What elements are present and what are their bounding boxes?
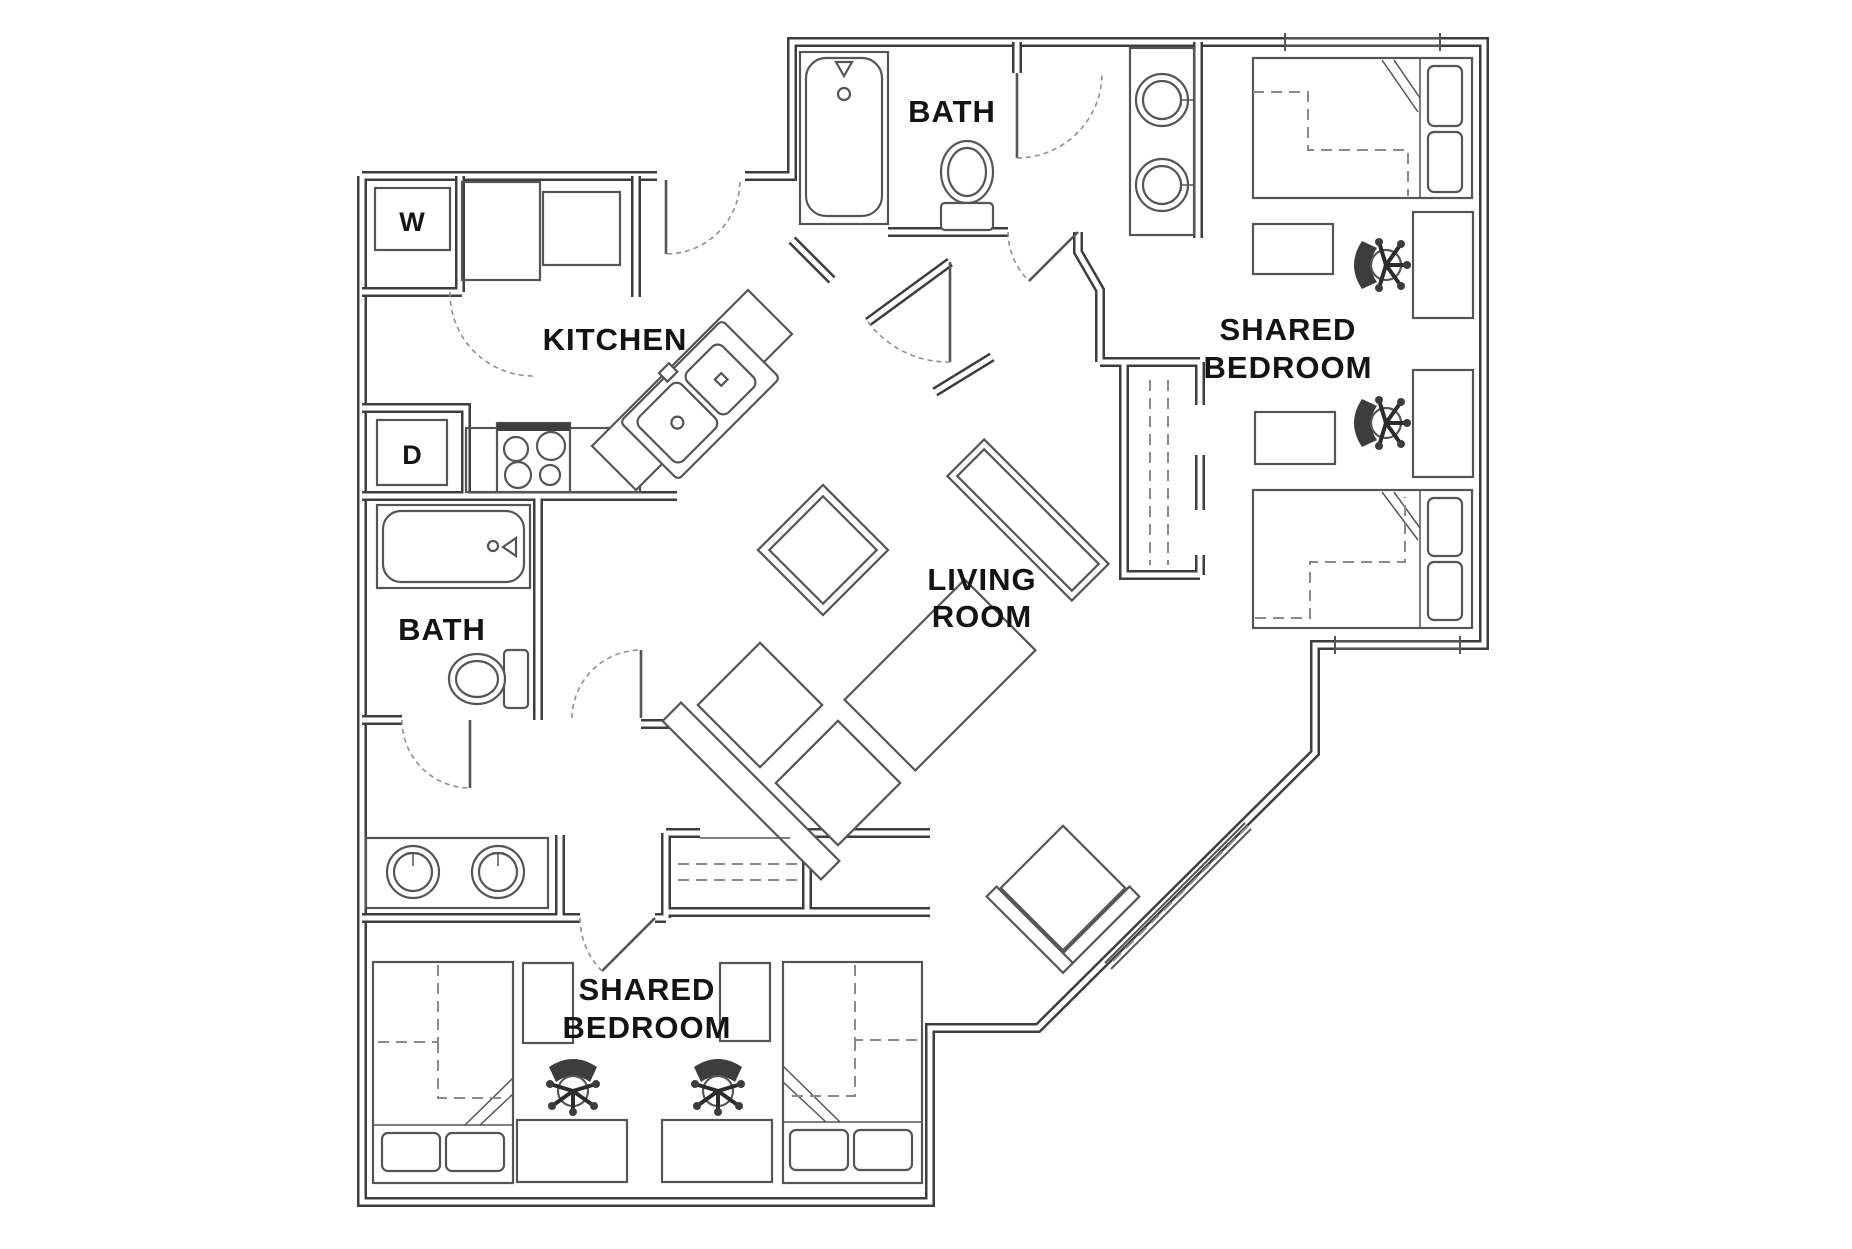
task-chair-top-1-icon [1352, 236, 1413, 294]
desk-top-2 [1411, 368, 1475, 479]
door-bath-top [1007, 231, 1079, 282]
door-hall-living [571, 649, 643, 719]
bed-top-2 [1251, 488, 1474, 630]
door-bedroom-bottom [579, 917, 656, 972]
task-chair-top-2-icon [1352, 394, 1413, 452]
washer-box [373, 186, 452, 252]
vanity-sinks-top [1128, 46, 1196, 237]
room-label-bedroom-top-line2: BEDROOM [1204, 350, 1373, 385]
room-label-living-line1: LIVING [927, 562, 1036, 597]
bed-top-1 [1251, 56, 1474, 200]
bathtub-top [798, 50, 890, 226]
bed-bottom-1 [371, 960, 515, 1185]
door-entry [664, 180, 741, 255]
dryer-box [375, 418, 449, 487]
task-chair-bottom-1-icon [544, 1057, 602, 1118]
closet-rod-top-bedroom [1149, 380, 1169, 565]
bathtub-left [375, 503, 532, 590]
interior-walls [362, 42, 1205, 923]
room-label-bath-top: BATH [908, 94, 996, 129]
dresser-top-1 [1251, 222, 1335, 276]
desk-top-1 [1411, 210, 1475, 320]
window-bedroom-south [1334, 636, 1461, 654]
sofa [661, 577, 1038, 881]
room-label-bedroom-bottom-line1: SHARED [579, 972, 716, 1007]
room-label-living-line2: ROOM [932, 599, 1032, 634]
label-dryer: D [402, 440, 422, 470]
room-label-kitchen: KITCHEN [543, 322, 688, 357]
task-chair-bottom-2-icon [689, 1057, 747, 1118]
door-vanity-top [1015, 73, 1103, 159]
window-bay-diagonal [1104, 822, 1252, 970]
dresser-top-2 [1253, 410, 1337, 466]
stove [495, 421, 572, 494]
vanity-sinks-left [364, 836, 550, 910]
armchair [985, 824, 1141, 975]
toilet-left [447, 648, 530, 710]
coffee-table [756, 483, 890, 617]
door-laundry [449, 291, 534, 377]
label-washer: W [399, 207, 425, 237]
room-label-bedroom-bottom-line2: BEDROOM [563, 1010, 732, 1045]
console-table [945, 437, 1111, 603]
desk-bottom-2 [660, 1118, 774, 1184]
dresser-bottom-2 [718, 961, 772, 1043]
exterior-walls [357, 37, 1489, 1207]
kitchen-sink [621, 321, 779, 479]
room-label-bedroom-top-line1: SHARED [1220, 312, 1357, 347]
window-top-wall [1284, 33, 1441, 51]
desk-bottom-1 [515, 1118, 629, 1184]
dresser-bottom-1 [521, 961, 575, 1045]
room-label-bath-left: BATH [398, 612, 486, 647]
kitchen-cabinets [460, 180, 622, 282]
door-bedroom-top [867, 262, 952, 363]
door-bath-left [401, 719, 472, 789]
bed-bottom-2 [781, 960, 924, 1185]
toilet-top [939, 139, 995, 232]
coat-closet-rod [678, 837, 798, 881]
